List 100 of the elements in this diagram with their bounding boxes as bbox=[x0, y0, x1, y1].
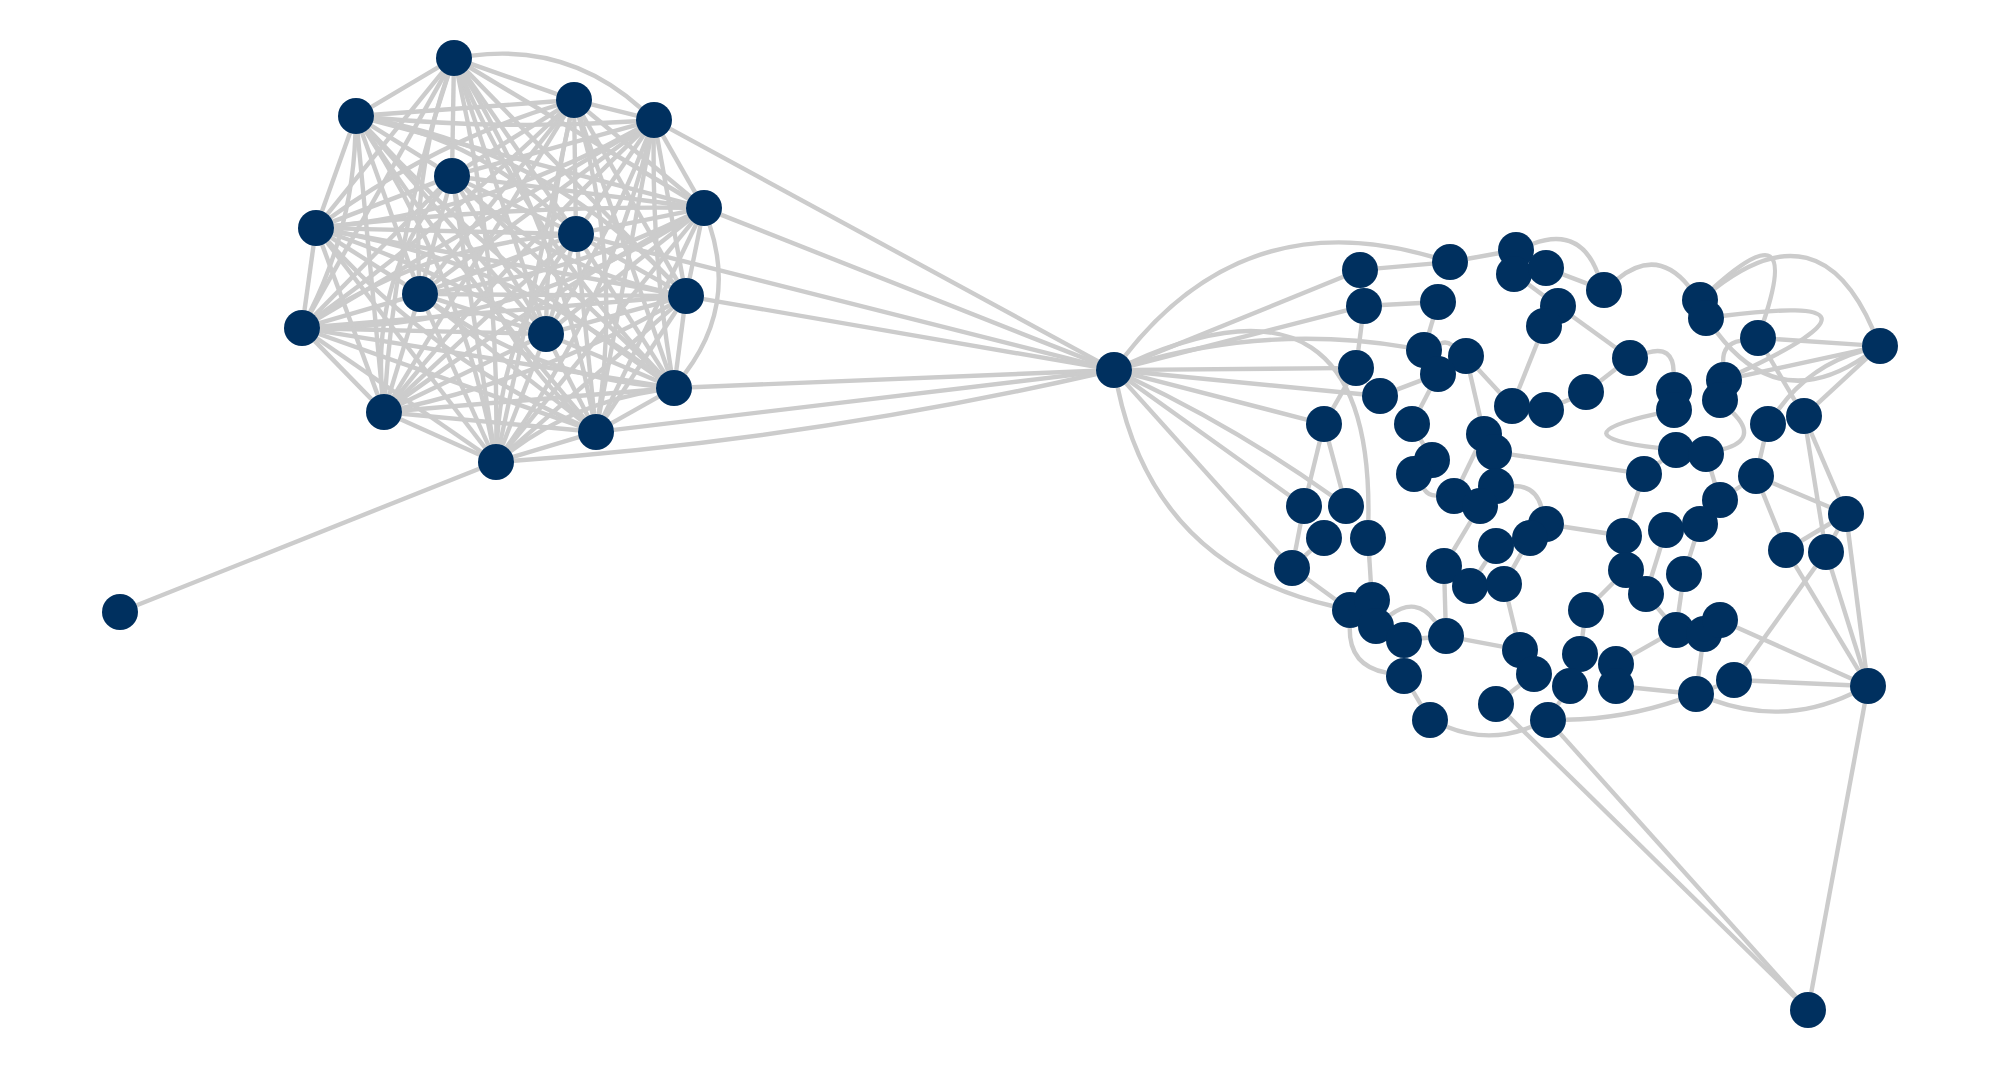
edge-line bbox=[1809, 431, 1841, 499]
edge-line bbox=[1510, 552, 1524, 570]
edge-line bbox=[1597, 581, 1615, 599]
edge-line bbox=[302, 245, 316, 311]
edge-line bbox=[1646, 348, 1676, 373]
edge-line bbox=[1630, 636, 1662, 658]
edge-line bbox=[610, 394, 660, 426]
edge-line bbox=[655, 137, 685, 279]
edge-line bbox=[1451, 520, 1473, 552]
edge-line bbox=[1800, 521, 1832, 543]
edge-line bbox=[592, 236, 1098, 368]
edge-line bbox=[436, 297, 530, 331]
edge-line bbox=[1741, 347, 1863, 379]
edge-line bbox=[1757, 441, 1767, 459]
edge-line bbox=[373, 115, 637, 128]
edge-line bbox=[1426, 318, 1436, 334]
edge-line bbox=[1129, 329, 1371, 521]
edge-line bbox=[1463, 637, 1503, 649]
edge-line bbox=[703, 296, 1097, 370]
edge-line bbox=[395, 244, 565, 402]
edge-line bbox=[601, 223, 699, 417]
edge-line bbox=[561, 338, 659, 384]
edge-line bbox=[308, 72, 448, 314]
edge-line bbox=[1476, 367, 1502, 395]
edge-line bbox=[1532, 236, 1600, 275]
edge-line bbox=[401, 387, 657, 413]
edge-line bbox=[401, 411, 579, 433]
edge-line bbox=[1130, 308, 1348, 368]
edge-line bbox=[1305, 576, 1337, 602]
edge-line bbox=[1467, 373, 1483, 417]
edge-line bbox=[433, 302, 657, 389]
edge-line bbox=[1516, 341, 1540, 391]
edge-line bbox=[462, 71, 568, 221]
edge-line bbox=[590, 102, 638, 118]
edge-line bbox=[572, 117, 578, 217]
edge-line bbox=[467, 181, 561, 229]
edge-line bbox=[1331, 382, 1349, 410]
edge-line bbox=[455, 75, 499, 444]
edge-line bbox=[719, 212, 1099, 366]
edge-line bbox=[397, 214, 690, 404]
edge-line bbox=[1115, 387, 1333, 609]
edge-line bbox=[459, 73, 664, 377]
edge-line bbox=[471, 51, 642, 110]
edge-line bbox=[326, 239, 581, 427]
edge-line bbox=[1356, 323, 1364, 351]
edge-line bbox=[433, 128, 641, 286]
edge-line bbox=[468, 122, 638, 174]
edge-line bbox=[399, 339, 531, 407]
edge-line bbox=[391, 114, 567, 398]
edge-line bbox=[1604, 411, 1659, 451]
edge-line bbox=[466, 107, 560, 169]
edge-line bbox=[1513, 483, 1544, 508]
edge-line bbox=[583, 248, 667, 374]
edge-line bbox=[562, 298, 670, 332]
edge-line bbox=[674, 313, 686, 371]
edge-line bbox=[1760, 491, 1782, 535]
edge-line bbox=[432, 303, 584, 423]
edge-line bbox=[1723, 308, 1824, 375]
edge-line bbox=[1809, 703, 1867, 993]
edge-line bbox=[549, 250, 573, 318]
edge-line bbox=[429, 112, 565, 282]
edge-line bbox=[1293, 523, 1303, 551]
edge-line bbox=[593, 209, 687, 233]
edge-line bbox=[1771, 480, 1831, 510]
edge-line bbox=[363, 129, 495, 445]
edge-line bbox=[1411, 690, 1423, 706]
edge-line bbox=[378, 189, 443, 395]
edge-line bbox=[459, 190, 539, 320]
edge-line bbox=[1571, 314, 1617, 350]
edge-line bbox=[1129, 375, 1333, 498]
edge-line bbox=[470, 61, 558, 97]
edge-line bbox=[1506, 600, 1518, 634]
edge-line bbox=[382, 74, 451, 395]
edge-line bbox=[1347, 627, 1387, 675]
edge-line bbox=[1459, 449, 1479, 481]
edge-line bbox=[1527, 282, 1545, 298]
edge-line bbox=[576, 116, 609, 415]
edge-line bbox=[1132, 365, 1338, 373]
edge-line bbox=[319, 328, 657, 388]
edge-line bbox=[468, 65, 690, 201]
edge-line bbox=[387, 310, 417, 396]
edge-line bbox=[1418, 388, 1432, 410]
edge-line bbox=[584, 133, 646, 221]
edge-line bbox=[461, 72, 595, 415]
edge-line bbox=[586, 109, 692, 199]
edge-line bbox=[366, 127, 661, 380]
edge-line bbox=[1511, 452, 1627, 474]
edge-line bbox=[668, 126, 1100, 364]
edge-line bbox=[333, 226, 559, 236]
edge-line bbox=[558, 217, 692, 325]
edge-line bbox=[1633, 685, 1679, 695]
edge-line bbox=[364, 129, 586, 420]
edge-line bbox=[1130, 336, 1407, 367]
edge-line bbox=[325, 70, 445, 216]
edge-line bbox=[577, 116, 671, 372]
edge-line bbox=[1829, 568, 1865, 670]
edge-line bbox=[401, 302, 672, 411]
edge-line bbox=[1366, 555, 1374, 583]
edge-line bbox=[318, 331, 580, 429]
edge-line bbox=[135, 466, 481, 608]
